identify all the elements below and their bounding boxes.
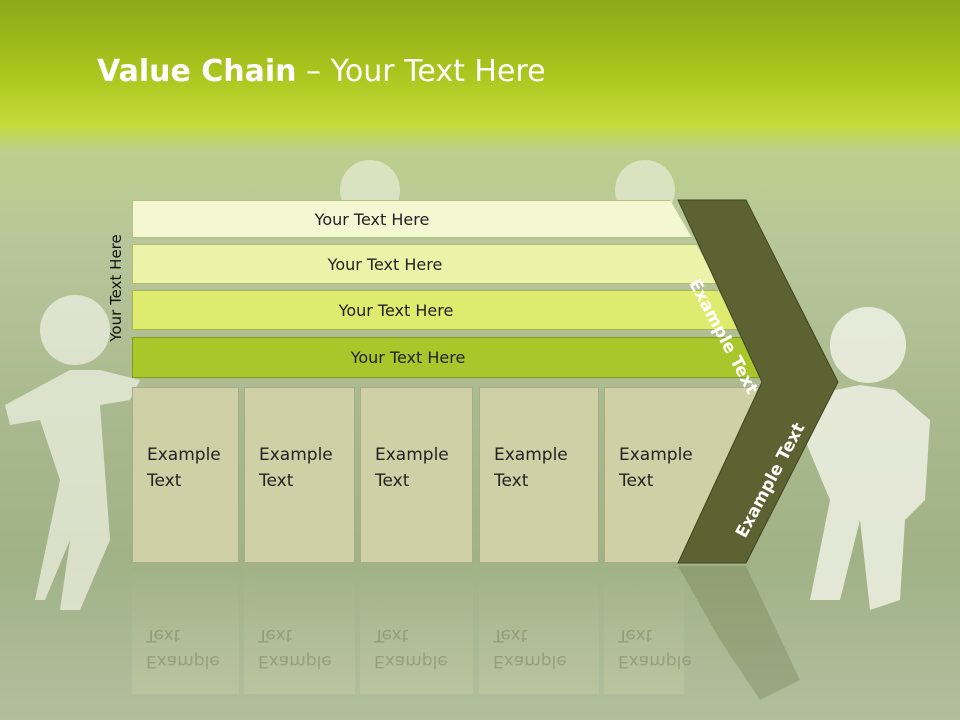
box-1-line2: Text [147,471,182,491]
title-bold: Value Chain [97,54,297,89]
bar-4-label: Your Text Here [350,348,466,367]
bar-3: Your Text Here [132,290,740,330]
bar-2: Your Text Here [132,244,718,284]
side-label: Your Text Here [107,234,125,342]
box-4-line2: Text [494,471,529,491]
box-3-line2: Text [375,471,410,491]
bar-4: Your Text Here [132,337,764,378]
page-title: Value Chain – Your Text Here [97,54,546,89]
paper-figure-right [805,307,930,610]
box-5-line1: Example [619,445,693,465]
box-2-line1: Example [259,445,333,465]
bar-2-label: Your Text Here [327,254,443,274]
box-5-line2: Text [619,471,654,491]
bar-3-label: Your Text Here [338,300,454,320]
box-3-line1: Example [375,445,449,465]
bar-1-label: Your Text Here [314,209,430,229]
paper-figure-left [5,295,140,610]
box-4-line1: Example [494,445,568,465]
title-rest: – Your Text Here [296,54,546,89]
box-2-line2: Text [259,471,294,491]
bar-1: Your Text Here [132,200,692,238]
box-1-line1: Example [147,445,221,465]
